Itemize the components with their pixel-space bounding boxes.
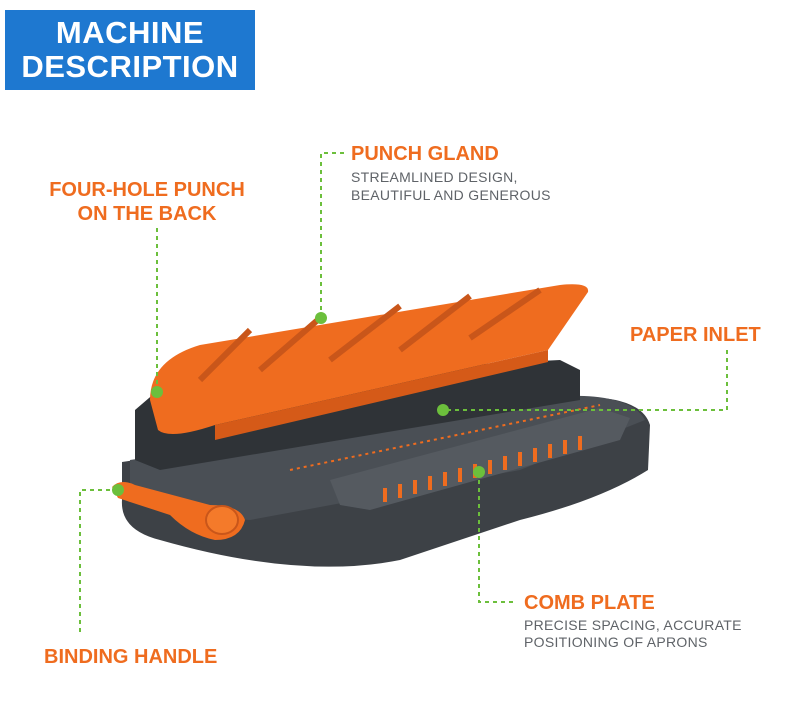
punch-gland-title: PUNCH GLAND bbox=[351, 143, 499, 165]
comb-plate-title: COMB PLATE bbox=[524, 592, 655, 614]
four-hole-punch-line-1: FOUR-HOLE PUNCH bbox=[49, 179, 245, 201]
comb-plate-area bbox=[330, 408, 630, 510]
leader-binding-handle bbox=[79, 489, 118, 632]
machine-description-badge: MACHINE DESCRIPTION bbox=[5, 10, 255, 90]
machine-base-top bbox=[130, 395, 645, 520]
leader-paper-inlet bbox=[443, 350, 728, 411]
four-hole-punch-title: FOUR-HOLE PUNCH ON THE BACK bbox=[44, 178, 250, 226]
paper-inlet-title: PAPER INLET bbox=[630, 324, 761, 346]
punch-gland-desc-1: STREAMLINED DESIGN, bbox=[351, 169, 518, 185]
leader-lines bbox=[79, 152, 728, 632]
punch-gland-desc-2: BEAUTIFUL AND GENEROUS bbox=[351, 187, 551, 203]
punch-cover bbox=[150, 284, 589, 434]
leader-dots bbox=[112, 312, 485, 496]
header-line-1: MACHINE bbox=[55, 15, 205, 50]
leader-punch-gland bbox=[320, 152, 345, 318]
binding-handle-title: BINDING HANDLE bbox=[44, 646, 218, 668]
leader-comb-plate bbox=[478, 472, 515, 603]
header-line-2: DESCRIPTION bbox=[21, 49, 239, 84]
punch-cover-ribs bbox=[197, 287, 542, 383]
comb-plate-desc-1: PRECISE SPACING, ACCURATE bbox=[524, 617, 742, 633]
comb-plate-desc-2: POSITIONING OF APRONS bbox=[524, 634, 708, 650]
four-hole-punch-line-2: ON THE BACK bbox=[77, 203, 217, 225]
